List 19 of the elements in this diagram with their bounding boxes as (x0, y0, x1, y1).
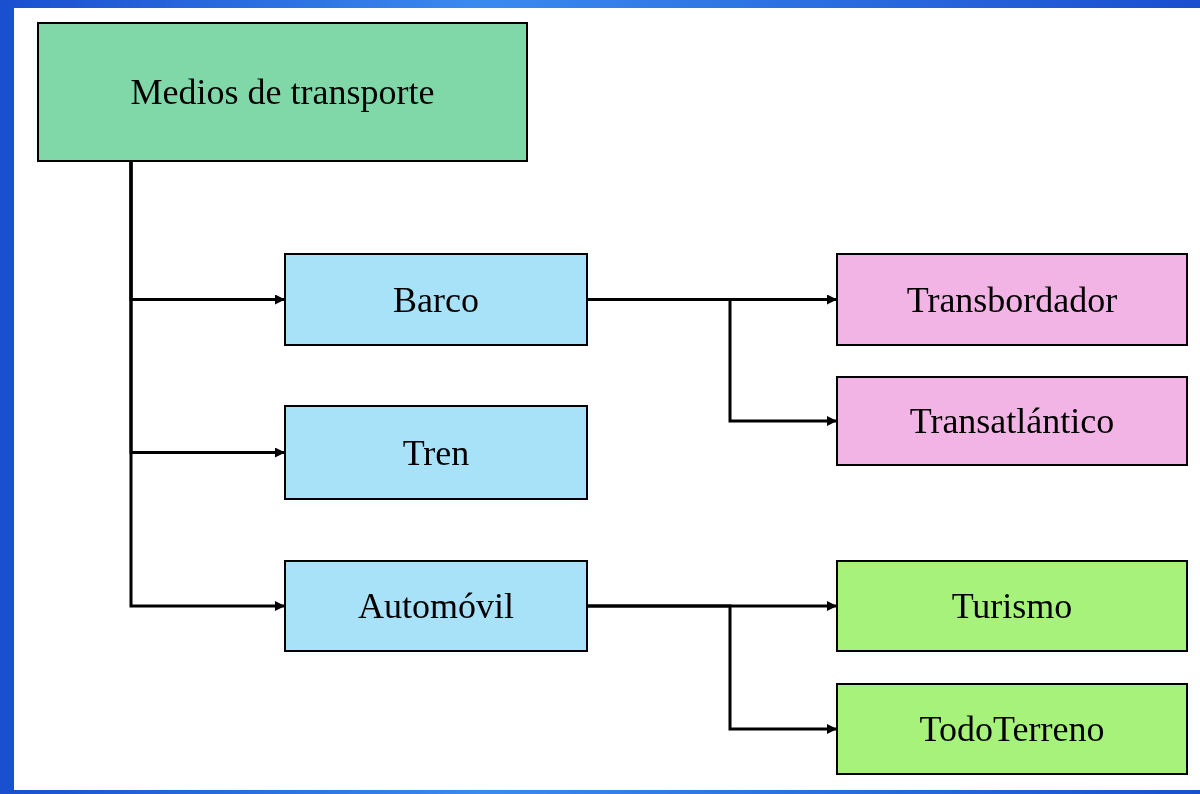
connector-arrow (129, 162, 285, 611)
box-label: Tren (402, 431, 470, 474)
category-box (284, 253, 588, 346)
connector-arrow (588, 298, 837, 426)
category-box (37, 22, 528, 162)
box-label: Transbordador (906, 278, 1118, 321)
category-box (836, 683, 1188, 775)
category-box (284, 560, 588, 652)
category-box (836, 253, 1188, 346)
category-box (284, 405, 588, 500)
connector-arrow (588, 604, 837, 734)
box-label: Transatlántico (909, 400, 1115, 442)
category-box (836, 560, 1188, 652)
box-label: Barco (393, 278, 479, 321)
box-label: Automóvil (358, 585, 514, 627)
box-label: TodoTerreno (919, 708, 1105, 750)
box-label: Turismo (951, 585, 1073, 627)
category-box (836, 376, 1188, 466)
box-label: Medios de transporte (130, 71, 435, 113)
